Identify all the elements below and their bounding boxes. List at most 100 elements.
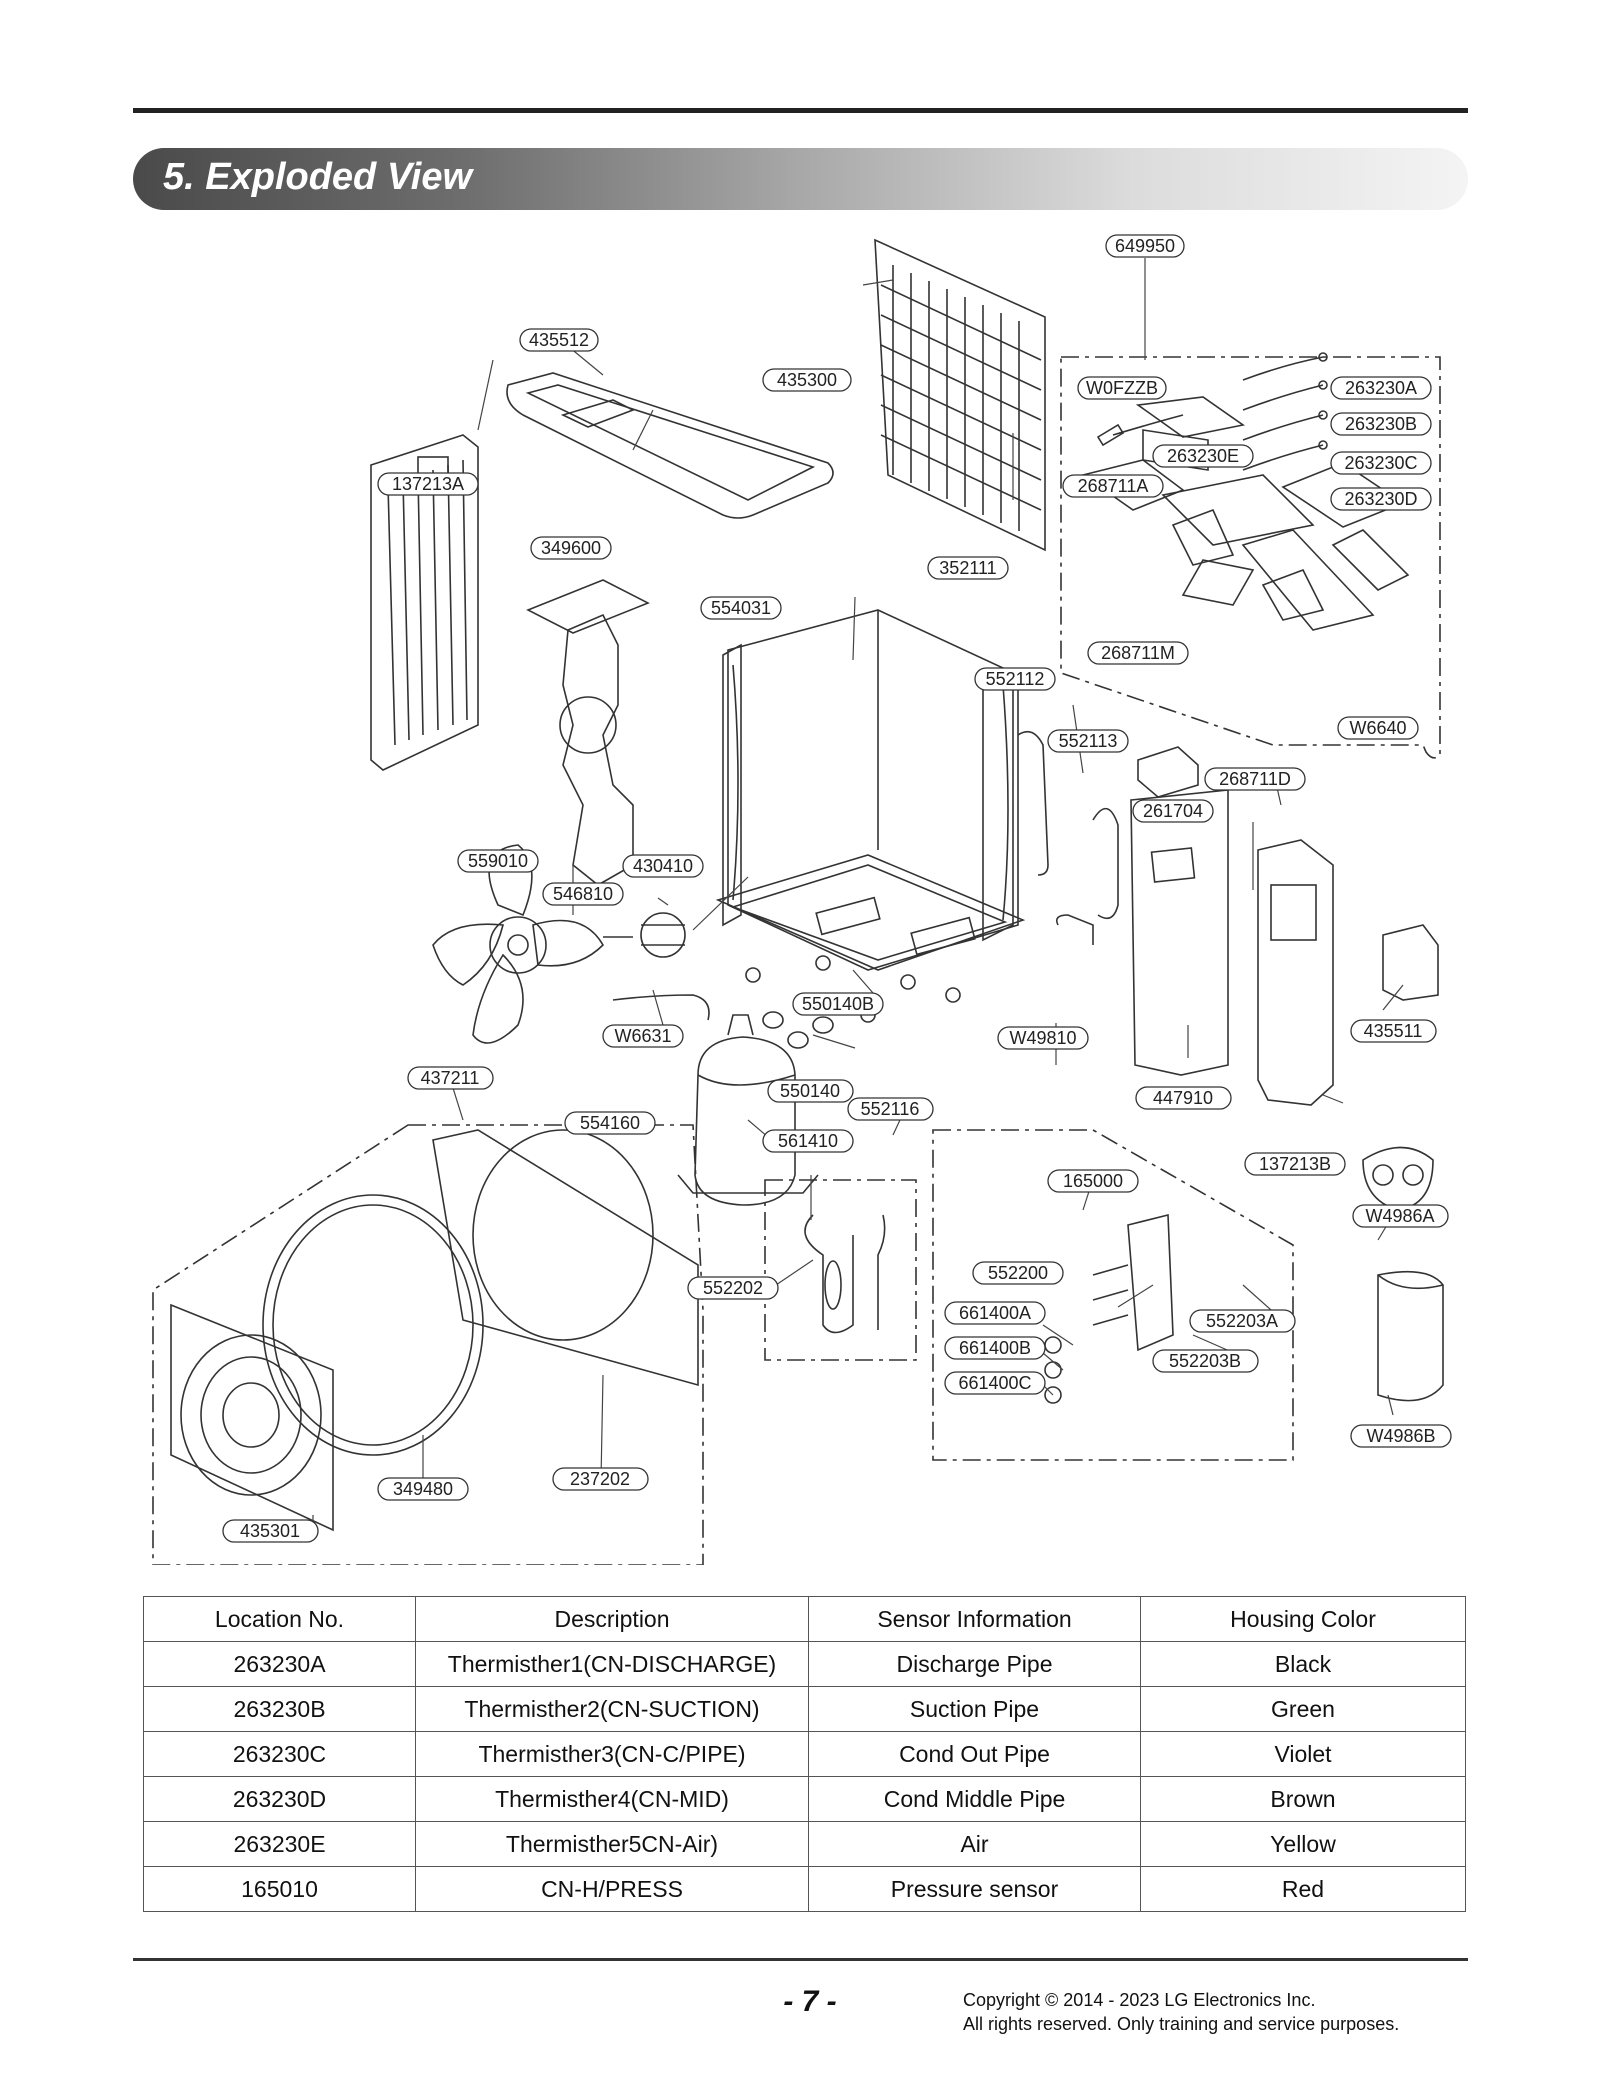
cell-description: CN-H/PRESS — [415, 1866, 809, 1912]
callout-430410: 430410 — [622, 854, 704, 878]
top-cover — [506, 372, 834, 519]
table-row: 263230B Thermisther2(CN-SUCTION) Suction… — [143, 1686, 1466, 1732]
callout-661400A: 661400A — [944, 1301, 1046, 1325]
callout-546810: 546810 — [542, 882, 624, 906]
valve-cover — [1382, 924, 1439, 1001]
reactor — [1137, 746, 1199, 798]
pipe-cover — [1362, 1146, 1434, 1211]
col-location-header: Location No. — [143, 1596, 416, 1642]
callout-561410: 561410 — [762, 1129, 854, 1153]
callout-263230E: 263230E — [1152, 444, 1254, 468]
callout-263230D: 263230D — [1330, 487, 1432, 511]
cell-location: 165010 — [143, 1866, 416, 1912]
svg-text:661400B: 661400B — [959, 1338, 1031, 1358]
vibration-mounts — [745, 955, 961, 1049]
parts-table: Location No. Description Sensor Informat… — [143, 1596, 1466, 1912]
page-number: - 7 - — [783, 1985, 837, 2018]
exploded-view-svg: 435512 435300 649950 W0FZZB 263230A 2632… — [152, 234, 1452, 1565]
cell-location: 263230E — [143, 1821, 416, 1867]
copyright-notice: Copyright © 2014 - 2023 LG Electronics I… — [963, 1988, 1399, 2036]
front-grille — [170, 1303, 334, 1532]
svg-text:552200: 552200 — [988, 1263, 1048, 1283]
rear-grille — [874, 238, 1046, 552]
svg-text:552113: 552113 — [1059, 731, 1118, 751]
svg-text:349480: 349480 — [393, 1479, 453, 1499]
bottom-rule — [133, 1958, 1468, 1961]
col-description-header: Description — [415, 1596, 809, 1642]
fan-motor — [603, 912, 686, 958]
svg-text:263230E: 263230E — [1167, 446, 1239, 466]
table-row: 263230C Thermisther3(CN-C/PIPE) Cond Out… — [143, 1731, 1466, 1777]
cell-sensor: Cond Out Pipe — [808, 1731, 1141, 1777]
svg-text:649950: 649950 — [1115, 236, 1175, 256]
cell-location: 263230B — [143, 1686, 416, 1732]
table-row: 165010 CN-H/PRESS Pressure sensor Red — [143, 1866, 1466, 1912]
callout-435512: 435512 — [519, 328, 599, 352]
svg-text:550140B: 550140B — [802, 994, 874, 1014]
col-housing-color-header: Housing Color — [1140, 1596, 1466, 1642]
fan-blade — [432, 844, 604, 1044]
left-side-panel — [370, 434, 479, 771]
callout-268711M: 268711M — [1087, 641, 1189, 665]
valve-sensor-box-border — [932, 1129, 1294, 1461]
svg-text:263230A: 263230A — [1345, 378, 1417, 398]
svg-text:552116: 552116 — [861, 1099, 920, 1119]
callout-649950: 649950 — [1105, 234, 1185, 258]
cell-color: Black — [1140, 1641, 1466, 1687]
callout-661400B: 661400B — [944, 1336, 1046, 1360]
svg-text:435301: 435301 — [240, 1521, 300, 1541]
exploded-view-diagram: 435512 435300 649950 W0FZZB 263230A 2632… — [133, 225, 1468, 1565]
cell-sensor: Suction Pipe — [808, 1686, 1141, 1732]
svg-text:237202: 237202 — [570, 1469, 630, 1489]
svg-text:554031: 554031 — [711, 598, 771, 618]
svg-text:430410: 430410 — [633, 856, 693, 876]
svg-text:W4986B: W4986B — [1366, 1426, 1435, 1446]
callout-552112: 552112 — [974, 667, 1056, 691]
valve-box-border — [764, 1179, 917, 1361]
callout-237202: 237202 — [552, 1467, 649, 1491]
callout-435301: 435301 — [222, 1519, 319, 1543]
svg-text:268711A: 268711A — [1078, 476, 1149, 496]
cell-description: Thermisther2(CN-SUCTION) — [415, 1686, 809, 1732]
section-banner: 5. Exploded View — [133, 148, 1468, 210]
callout-552116: 552116 — [847, 1097, 934, 1121]
table-header-row: Location No. Description Sensor Informat… — [143, 1596, 1466, 1642]
svg-text:437211: 437211 — [421, 1068, 480, 1088]
callout-437211: 437211 — [407, 1066, 494, 1090]
svg-text:165000: 165000 — [1063, 1171, 1123, 1191]
compressor — [677, 1014, 819, 1206]
copyright-line-2: All rights reserved. Only training and s… — [963, 2014, 1400, 2034]
callout-554031: 554031 — [700, 596, 782, 620]
thermistor-wires — [1096, 352, 1328, 471]
base-pan — [715, 854, 1026, 971]
callout-268711D: 268711D — [1204, 767, 1306, 791]
table-row: 263230E Thermisther5CN-Air) Air Yellow — [143, 1821, 1466, 1867]
section-title: 5. Exploded View — [163, 156, 473, 198]
svg-text:435300: 435300 — [777, 370, 837, 390]
front-assembly-border — [152, 1124, 704, 1565]
table-row: 263230D Thermisther4(CN-MID) Cond Middle… — [143, 1776, 1466, 1822]
callout-261704: 261704 — [1132, 799, 1214, 823]
cell-sensor: Pressure sensor — [808, 1866, 1141, 1912]
callout-165000: 165000 — [1047, 1169, 1139, 1193]
cell-description: Thermisther5CN-Air) — [415, 1821, 809, 1867]
svg-text:W4986A: W4986A — [1365, 1206, 1434, 1226]
svg-text:661400C: 661400C — [958, 1373, 1031, 1393]
cell-description: Thermisther4(CN-MID) — [415, 1776, 809, 1822]
callout-349480: 349480 — [377, 1477, 469, 1501]
callout-552203B: 552203B — [1152, 1349, 1259, 1373]
svg-text:349600: 349600 — [541, 538, 601, 558]
control-box-border — [1060, 356, 1441, 759]
callout-349600: 349600 — [530, 536, 612, 560]
condenser-coil — [722, 609, 1019, 971]
svg-text:554160: 554160 — [580, 1113, 640, 1133]
svg-text:552112: 552112 — [986, 669, 1045, 689]
svg-text:W6640: W6640 — [1349, 718, 1406, 738]
callout-263230C: 263230C — [1330, 451, 1432, 475]
callout-552202: 552202 — [687, 1276, 779, 1300]
svg-text:261704: 261704 — [1143, 801, 1203, 821]
callout-W6640: W6640 — [1337, 716, 1419, 740]
cell-location: 263230C — [143, 1731, 416, 1777]
service-valves — [1044, 1213, 1174, 1404]
callout-W0FZZB: W0FZZB — [1077, 376, 1167, 400]
